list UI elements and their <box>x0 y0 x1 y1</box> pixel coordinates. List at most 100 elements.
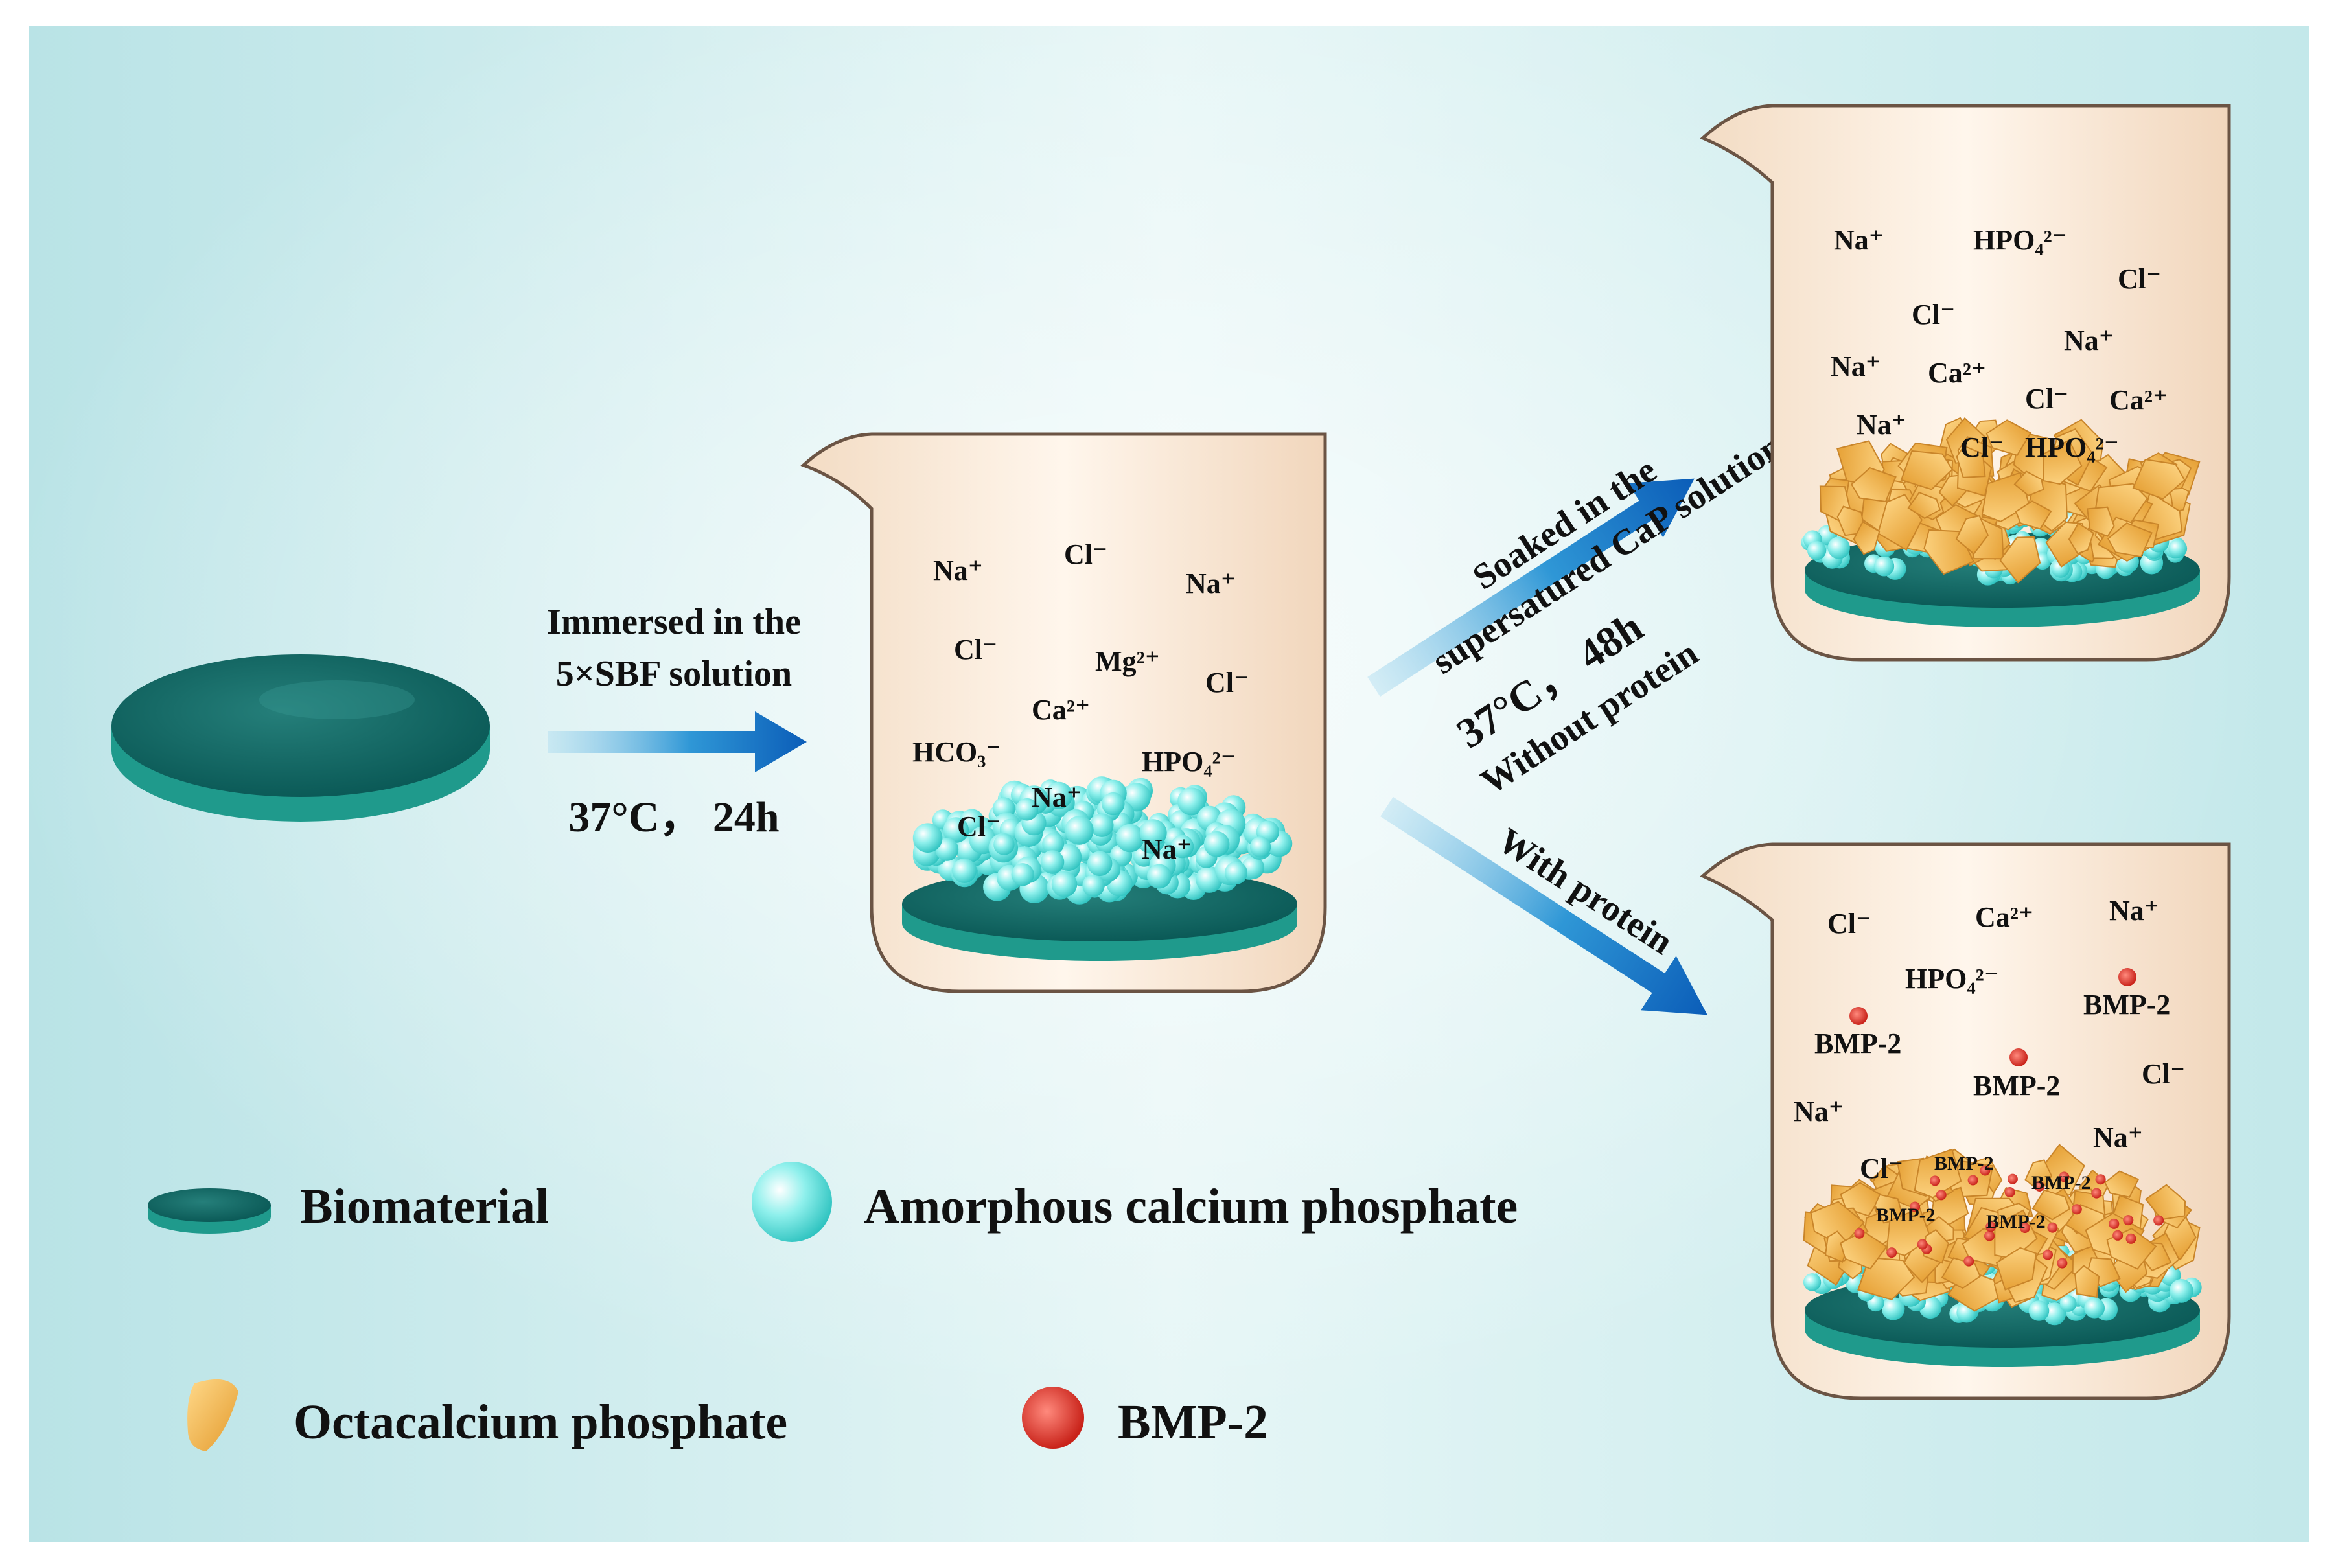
legend-ocp-label: Octacalcium phosphate <box>294 1395 787 1449</box>
ion-label: Cl⁻ <box>1960 432 2004 463</box>
bmp-particle <box>1886 1247 1897 1258</box>
acp-particle <box>2043 1302 2066 1326</box>
arrow-immerse <box>548 711 807 772</box>
beaker3-ions: Cl⁻ Ca²⁺ Na⁺ HPO₄²⁻ BMP-2 BMP-2 BMP-2 Cl… <box>1794 895 2185 1232</box>
ion-label: Na⁺ <box>1834 224 1884 256</box>
bmp-marker <box>1849 1007 1868 1025</box>
acp-particle <box>1874 556 1895 577</box>
acp-particle <box>1203 831 1230 857</box>
ocp-crystal <box>2132 459 2186 500</box>
bmp-marker <box>2118 968 2136 986</box>
ion-label: Ca²⁺ <box>1032 694 1090 726</box>
bmp-particle <box>1917 1239 1928 1250</box>
ion-label: Na⁺ <box>1142 833 1192 865</box>
bmp-particle <box>2043 1249 2053 1260</box>
acp-particle <box>1177 787 1206 816</box>
ion-label: Cl⁻ <box>954 634 997 665</box>
ion-label: Ca²⁺ <box>1928 357 1986 389</box>
ion-label: Cl⁻ <box>2025 383 2068 415</box>
acp-particle <box>1065 816 1094 845</box>
immerse-label-line1: Immersed in the <box>547 602 801 642</box>
ocp-crystal <box>1853 520 1881 555</box>
acp-particle <box>1224 861 1248 884</box>
ion-label: HPO₄²⁻ <box>1973 224 2067 256</box>
bmp-particle <box>2071 1204 2082 1215</box>
ion-label: Cl⁻ <box>1205 667 1249 698</box>
ion-label: HPO₄²⁻ <box>1142 746 1236 778</box>
ion-label: Cl⁻ <box>1064 538 1107 570</box>
ion-label: Na⁺ <box>2109 895 2159 927</box>
acp-particle <box>2084 1297 2105 1319</box>
acp-particle <box>1015 798 1039 821</box>
bmp-embedded-label: BMP-2 <box>1876 1205 1936 1226</box>
bmp-particle <box>1984 1230 1995 1241</box>
ion-label: HCO₃⁻ <box>912 736 1001 768</box>
bmp-particle <box>1967 1175 1978 1186</box>
acp-particle <box>1139 819 1167 847</box>
acp-particle <box>1090 813 1114 837</box>
bmp-particle <box>2095 1174 2106 1185</box>
bmp-particle <box>1963 1256 1974 1267</box>
bmp-particle <box>2109 1218 2120 1229</box>
bmp-embedded-label: BMP-2 <box>1934 1153 1994 1174</box>
ion-label: Cl⁻ <box>1827 908 1871 940</box>
ocp-layer <box>1819 417 2201 584</box>
acp-particle <box>952 858 977 883</box>
acp-particle <box>2169 1279 2193 1303</box>
arrow-with-protein <box>1380 796 1707 1015</box>
bmp-embedded-label: BMP-2 <box>1986 1211 2046 1232</box>
legend-biomaterial-icon <box>148 1188 271 1234</box>
bmp-particle <box>2047 1222 2058 1233</box>
ion-label: Mg²⁺ <box>1095 645 1160 677</box>
bmp-particle <box>1910 1201 1921 1212</box>
bmp-particle <box>1930 1175 1941 1186</box>
acp-particle <box>1807 541 1827 560</box>
ocp-crystal <box>2107 522 2153 558</box>
acp-particle <box>1116 824 1144 853</box>
ion-label: Na⁺ <box>1831 351 1881 382</box>
ocp-crystal <box>1999 536 2041 584</box>
ocp-crystal <box>2031 1189 2070 1221</box>
ion-label: Na⁺ <box>1186 568 1236 599</box>
acp-particle <box>1045 781 1072 810</box>
beaker2-ions: Na⁺ HPO₄²⁻ Cl⁻ Cl⁻ Na⁺ Na⁺ Ca²⁺ Cl⁻ Ca²⁺… <box>1831 224 2168 463</box>
immerse-conditions: 37°C， 24h <box>568 794 779 841</box>
immerse-label-line2: 5×SBF solution <box>556 654 792 694</box>
biomaterial-disc <box>111 654 490 822</box>
acp-particle <box>1040 850 1065 874</box>
beaker-ocp-no-protein <box>1700 104 2231 662</box>
ocp-crystal <box>1851 467 1897 503</box>
acp-particle <box>1147 864 1172 889</box>
acp-particle <box>912 823 943 853</box>
ion-label: Na⁺ <box>1794 1096 1844 1127</box>
ion-label: BMP-2 <box>2083 989 2170 1020</box>
acp-particle <box>1827 536 1850 559</box>
ocp-crystal <box>1914 1148 1962 1199</box>
ion-label: Cl⁻ <box>2118 263 2161 295</box>
ion-label: Na⁺ <box>1857 409 1906 441</box>
ion-label: Na⁺ <box>933 555 983 586</box>
acp-particle <box>1249 836 1271 858</box>
ocp-layer <box>1803 1144 2201 1312</box>
ion-label: BMP-2 <box>1973 1070 2060 1101</box>
ocp-crystal <box>1995 1247 2037 1291</box>
legend-ocp-icon <box>187 1379 238 1451</box>
bmp-embedded-layer <box>1854 1165 2164 1269</box>
bmp-particle <box>1854 1228 1865 1239</box>
acp-particle <box>1087 851 1113 877</box>
acp-particle <box>993 834 1015 855</box>
legend-bmp-label: BMP-2 <box>1118 1395 1268 1449</box>
ocp-crystal <box>1907 492 1941 520</box>
ocp-crystal <box>1956 445 1986 478</box>
beaker-ocp-with-protein <box>1700 842 2231 1400</box>
bmp-particle <box>2059 1171 2070 1182</box>
bmp-particle <box>1980 1165 1991 1176</box>
bmp-particle <box>2019 1223 2030 1233</box>
ion-label: Na⁺ <box>2064 325 2114 356</box>
ocp-crystal <box>2068 522 2094 555</box>
ion-label: Ca²⁺ <box>2109 384 2168 416</box>
ion-label: HPO₄²⁻ <box>2025 432 2119 463</box>
beaker-sbf-ions: Na⁺ Cl⁻ Na⁺ Cl⁻ Mg²⁺ Cl⁻ Ca²⁺ HCO₃⁻ HPO₄… <box>912 538 1249 865</box>
bmp-particle <box>2123 1215 2134 1226</box>
